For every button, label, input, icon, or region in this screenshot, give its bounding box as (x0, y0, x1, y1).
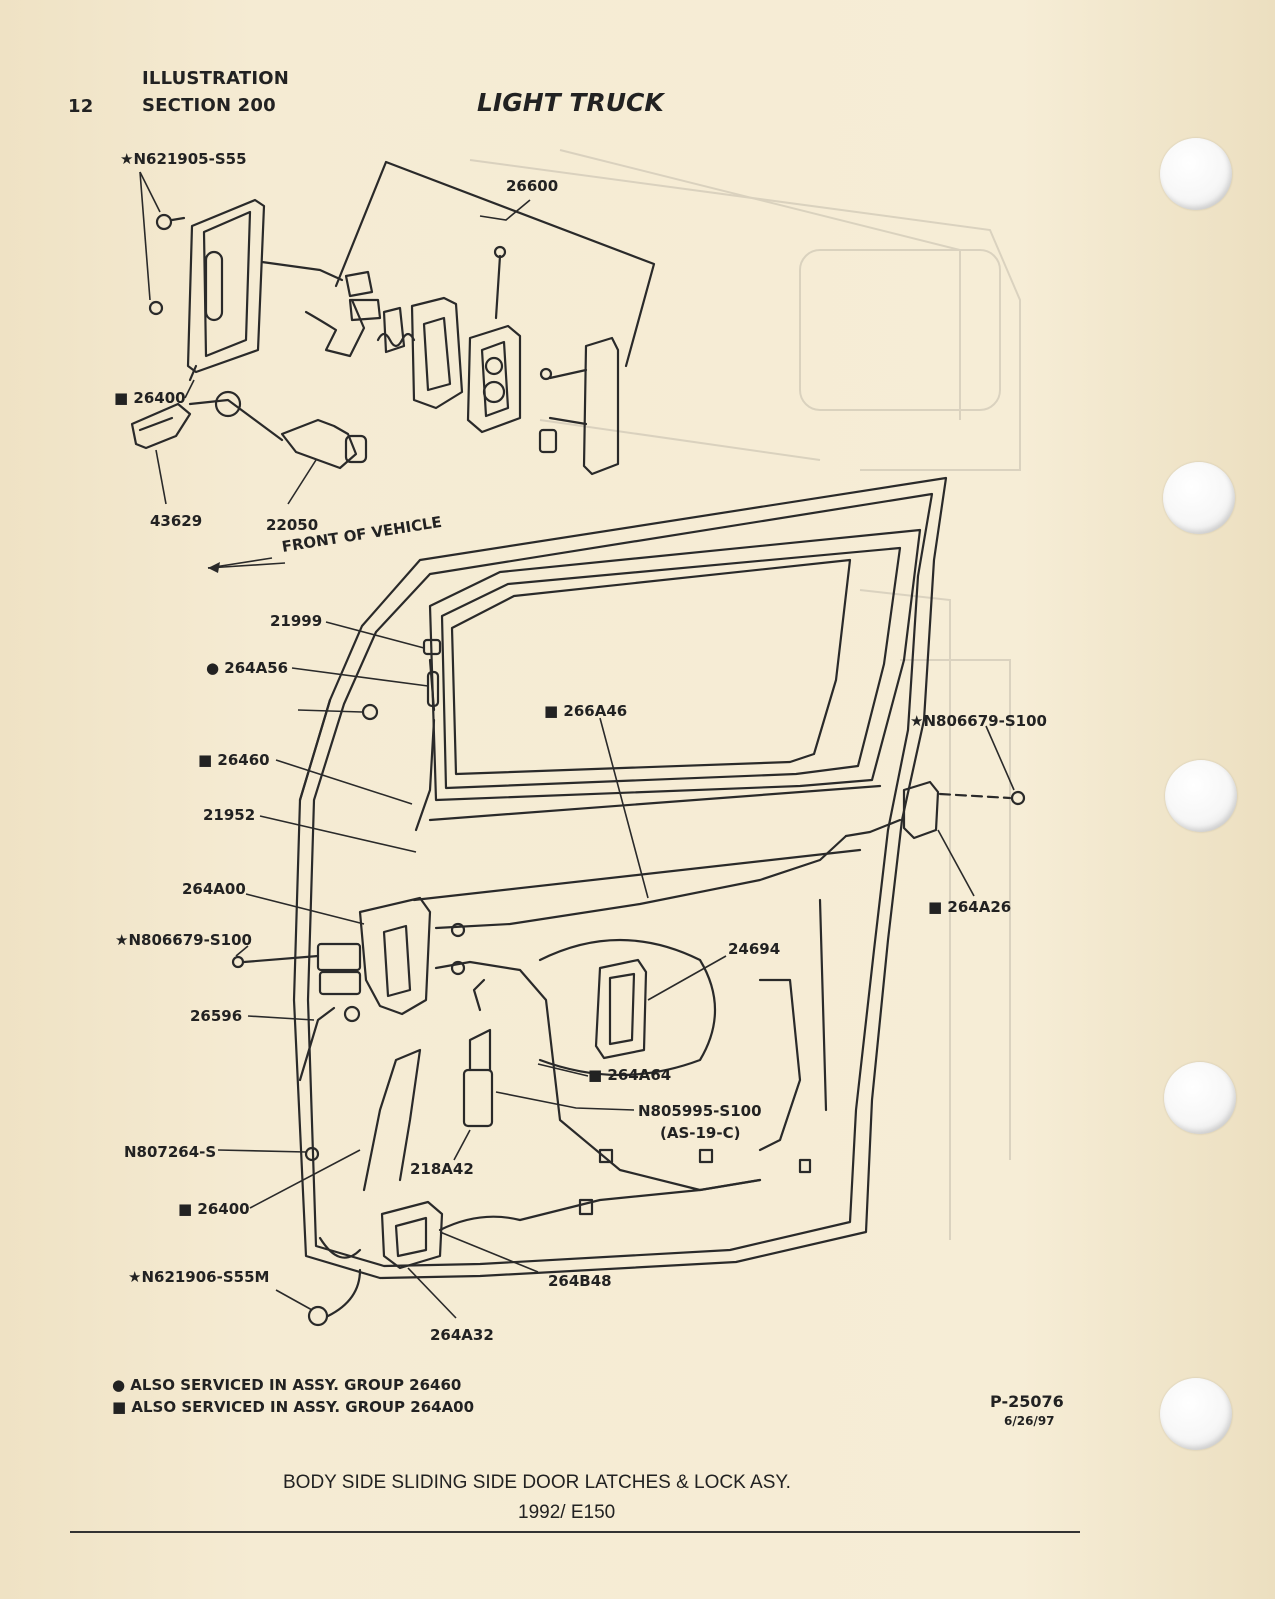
clip-lower (148, 300, 164, 316)
bracket-43629 (130, 402, 192, 450)
gasket-plate (410, 296, 464, 410)
label-21999: 21999 (270, 612, 323, 630)
label-n806679-s100-right: ★N806679-S100 (910, 712, 1047, 730)
label-43629: 43629 (150, 512, 203, 530)
label-264a00: 264A00 (182, 880, 246, 898)
label-26600: 26600 (506, 177, 559, 195)
window-frame (440, 546, 902, 790)
label-n621905-s55: ★N621905-S55 (120, 150, 247, 168)
label-26596: 26596 (190, 1007, 243, 1025)
clip-upper (155, 213, 173, 231)
label-264a56: ● 264A56 (206, 659, 289, 677)
label-as-19-c: (AS-19-C) (660, 1124, 741, 1142)
window-glass (450, 558, 852, 776)
label-n805995-s100: N805995-S100 (638, 1102, 762, 1120)
label-n807264-s: N807264-S (124, 1143, 217, 1161)
inner-handle-bezel (186, 198, 266, 374)
label-26400-bottom: ■ 26400 (178, 1200, 250, 1218)
label-22050: 22050 (266, 516, 319, 534)
window-outer (428, 528, 922, 802)
binder-hole-5 (1160, 1378, 1232, 1450)
section-line2: SECTION 200 (142, 95, 276, 116)
binder-hole-1 (1160, 138, 1232, 210)
label-n621906-s55m: ★N621906-S55M (128, 1268, 270, 1286)
label-266a46: ■ 266A46 (544, 702, 628, 720)
door-inner-panel (306, 492, 934, 1268)
lock-cylinder (280, 418, 358, 470)
handle-26400-lower (362, 1048, 422, 1192)
remote-control-24694 (594, 958, 648, 1060)
label-264a26: ■ 264A26 (928, 898, 1012, 916)
figure-id: P-25076 (990, 1392, 1064, 1411)
handle-slot (204, 250, 224, 322)
leader-lines (139, 171, 1015, 1319)
lower-latch-264b48 (380, 1200, 444, 1270)
label-26400-top: ■ 26400 (114, 389, 186, 407)
rod-264a56 (426, 670, 440, 708)
label-218a42: 218A42 (410, 1160, 474, 1178)
label-24694: 24694 (728, 940, 781, 958)
cable-266a46 (434, 834, 848, 930)
label-n806679-s100-left: ★N806679-S100 (115, 931, 252, 949)
spring (376, 332, 416, 348)
rod-26596 (298, 1006, 336, 1082)
label-21952: 21952 (203, 806, 256, 824)
label-264a64: ■ 264A64 (588, 1066, 672, 1084)
button-21999 (422, 638, 442, 656)
label-264a32: 264A32 (430, 1326, 494, 1344)
section-line1: ILLUSTRATION (142, 68, 289, 89)
bleed-through-ghost (469, 149, 1021, 1240)
lock-rod-26460 (414, 718, 436, 832)
figure-date: 6/26/97 (1004, 1414, 1055, 1428)
page-title: LIGHT TRUCK (477, 88, 664, 117)
label-264b48: 264B48 (548, 1272, 612, 1290)
group-bracket-26600 (334, 160, 656, 368)
latch-block (344, 270, 374, 298)
page-number: 12 (68, 96, 94, 117)
note-1: ● ALSO SERVICED IN ASSY. GROUP 26460 (112, 1376, 462, 1394)
pin-rod (494, 254, 502, 320)
handle-housing (466, 324, 522, 434)
rear-latch-264a26 (902, 780, 940, 840)
binder-hole-2 (1163, 462, 1235, 534)
label-26460: ■ 26460 (198, 751, 270, 769)
front-latch-264a00 (358, 896, 432, 1016)
footer-caption: BODY SIDE SLIDING SIDE DOOR LATCHES & LO… (283, 1472, 791, 1493)
binder-hole-3 (1165, 760, 1237, 832)
cable-lower (434, 960, 762, 1192)
actuator-218a42 (462, 1068, 494, 1128)
binder-hole-4 (1164, 1062, 1236, 1134)
footer-rule (70, 1531, 1080, 1533)
footer-model: 1992/ E150 (518, 1502, 616, 1523)
outside-handle (582, 336, 620, 476)
note-2: ■ ALSO SERVICED IN ASSY. GROUP 264A00 (112, 1398, 475, 1416)
